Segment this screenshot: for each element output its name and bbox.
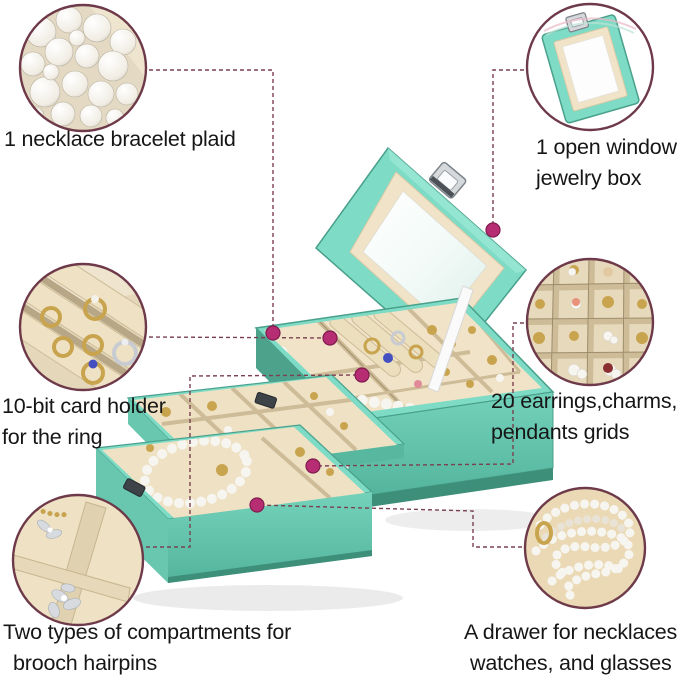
marker-dots	[249, 222, 501, 513]
leader-lines	[146, 69, 524, 548]
callout-label-ring-holder: 10-bit card holder for the ring	[2, 391, 166, 453]
inset-photo-brooch-compartments	[10, 492, 146, 628]
callout-label-open-window: 1 open window jewelry box	[536, 132, 677, 194]
inset-photo-necklace-plaid	[17, 2, 149, 134]
marker-necklace-drawer	[249, 497, 265, 513]
inset-photo-open-window	[524, 1, 656, 133]
drawer-2	[94, 424, 374, 583]
marker-earring-grids	[305, 458, 321, 474]
callout-text: pendants grids	[491, 420, 630, 444]
callout-text: Two types of compartments for	[3, 620, 292, 644]
marker-brooch-compartments	[354, 367, 370, 383]
callout-text: 1 open window	[536, 135, 677, 159]
marker-necklace-plaid	[265, 325, 281, 341]
marker-open-window	[485, 222, 501, 238]
callout-text: for the ring	[2, 425, 103, 449]
callout-text: brooch hairpins	[13, 651, 158, 675]
lid-strap	[427, 285, 474, 393]
ring-rolls	[329, 306, 446, 377]
callout-text: 10-bit card holder	[2, 394, 166, 418]
lid-clasp	[428, 161, 467, 199]
drawer-1-handle	[254, 392, 278, 409]
inset-photo-earring-grids	[524, 256, 656, 388]
callout-text: A drawer for necklaces,	[464, 620, 679, 644]
callout-label-necklace-drawer: A drawer for necklaces, watches, and gla…	[464, 617, 679, 679]
marker-ring-holder	[322, 330, 338, 346]
callout-text: jewelry box	[536, 166, 642, 190]
ground-shadow	[133, 509, 555, 611]
callout-label-brooch-compartments: Two types of compartments for brooch hai…	[3, 617, 291, 679]
callout-text: 20 earrings,charms,	[491, 389, 678, 413]
callout-label-earring-grids: 20 earrings,charms, pendants grids	[491, 386, 677, 448]
callout-text: watches, and glasses	[470, 651, 672, 675]
inset-photo-ring-holder	[17, 261, 149, 393]
drawer-2-handle	[123, 478, 146, 497]
inset-photo-necklace-drawer	[522, 485, 648, 611]
callout-label-necklace-plaid: 1 necklace bracelet plaid	[4, 124, 236, 155]
callout-text: 1 necklace bracelet plaid	[4, 127, 236, 151]
